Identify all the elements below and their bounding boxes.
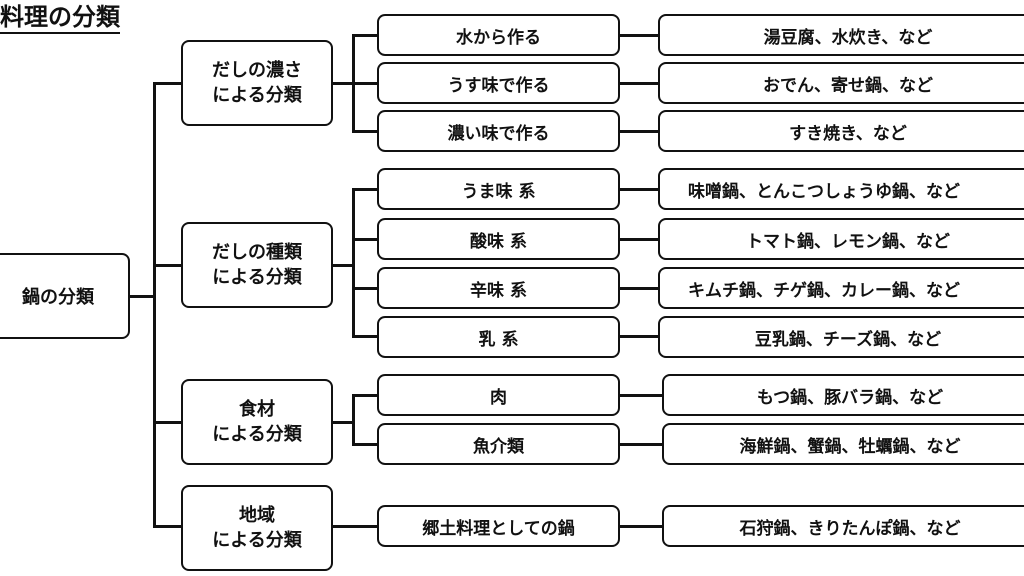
connector-line — [352, 130, 377, 133]
connector-line — [153, 525, 181, 528]
subcategory-node: 肉 — [377, 374, 620, 416]
connector-line — [352, 238, 377, 241]
connector-line — [331, 82, 355, 85]
example-node: おでん、寄せ鍋、など — [658, 62, 1024, 104]
example-node: すき焼き、など — [658, 110, 1024, 152]
example-text: トマト鍋、レモン鍋、など — [746, 231, 950, 252]
category-node-ingredient: 食材 による分類 — [181, 379, 333, 465]
connector-line — [153, 82, 156, 528]
connector-line — [352, 188, 377, 191]
example-text: 味噌鍋、とんこつしょうゆ鍋、など — [688, 181, 960, 202]
subcategory-node: 魚介類 — [377, 423, 620, 465]
category-label-line2: による分類 — [212, 85, 302, 106]
category-label-line1: だしの濃さ — [212, 60, 302, 81]
connector-line — [620, 238, 658, 241]
example-node: キムチ鍋、チゲ鍋、カレー鍋、など — [658, 267, 1024, 309]
example-text: 石狩鍋、きりたんぽ鍋、など — [739, 518, 961, 539]
connector-line — [153, 421, 181, 424]
category-label-line2: による分類 — [212, 424, 302, 445]
category-node-broth-strength: だしの濃さ による分類 — [181, 40, 333, 126]
category-node-broth-type: だしの種類 による分類 — [181, 222, 333, 308]
category-label-line1: 地域 — [239, 505, 275, 526]
connector-line — [352, 394, 377, 397]
example-node: 湯豆腐、水炊き、など — [658, 14, 1024, 56]
subcategory-node: うま味 系 — [377, 168, 620, 210]
example-text: おでん、寄せ鍋、など — [763, 75, 933, 96]
connector-line — [352, 82, 377, 85]
connector-line — [352, 394, 355, 446]
connector-line — [352, 188, 355, 338]
subcategory-node: 水から作る — [377, 14, 620, 56]
connector-line — [352, 443, 377, 446]
connector-line — [352, 287, 377, 290]
example-node: 石狩鍋、きりたんぽ鍋、など — [662, 505, 1024, 547]
subcategory-node: うす味で作る — [377, 62, 620, 104]
connector-line — [620, 443, 662, 446]
subcategory-node: 辛味 系 — [377, 267, 620, 309]
example-node: 味噌鍋、とんこつしょうゆ鍋、など — [658, 168, 1024, 210]
connector-line — [620, 287, 658, 290]
example-node: トマト鍋、レモン鍋、など — [658, 218, 1024, 260]
subcategory-node: 郷土料理としての鍋 — [377, 505, 620, 547]
page-title: 料理の分類 — [0, 2, 120, 34]
subcategory-node: 濃い味で作る — [377, 110, 620, 152]
example-node: 豆乳鍋、チーズ鍋、など — [658, 316, 1024, 358]
category-label-line2: による分類 — [212, 267, 302, 288]
category-label-line1: 食材 — [239, 399, 275, 420]
example-text: すき焼き、など — [789, 123, 907, 144]
connector-line — [331, 525, 377, 528]
connector-line — [620, 34, 658, 37]
connector-line — [620, 82, 658, 85]
connector-line — [620, 130, 658, 133]
connector-line — [331, 264, 355, 267]
connector-line — [331, 421, 355, 424]
connector-line — [620, 188, 658, 191]
subcategory-node: 酸味 系 — [377, 218, 620, 260]
example-text: キムチ鍋、チゲ鍋、カレー鍋、など — [688, 280, 960, 301]
example-text: もつ鍋、豚バラ鍋、など — [756, 387, 944, 408]
example-node: 海鮮鍋、蟹鍋、牡蠣鍋、など — [662, 423, 1024, 465]
category-label-line1: だしの種類 — [212, 242, 302, 263]
connector-line — [620, 394, 662, 397]
category-label-line2: による分類 — [212, 530, 302, 551]
connector-line — [352, 34, 377, 37]
connector-line — [620, 525, 662, 528]
connector-line — [352, 335, 377, 338]
subcategory-node: 乳 系 — [377, 316, 620, 358]
example-text: 湯豆腐、水炊き、など — [763, 27, 933, 48]
category-node-region: 地域 による分類 — [181, 485, 333, 571]
connector-line — [130, 295, 156, 298]
example-node: もつ鍋、豚バラ鍋、など — [662, 374, 1024, 416]
connector-line — [153, 264, 181, 267]
connector-line — [620, 335, 658, 338]
example-text: 海鮮鍋、蟹鍋、牡蠣鍋、など — [739, 436, 961, 457]
root-node: 鍋の分類 — [0, 253, 130, 339]
example-text: 豆乳鍋、チーズ鍋、など — [754, 329, 942, 350]
connector-line — [153, 82, 181, 85]
